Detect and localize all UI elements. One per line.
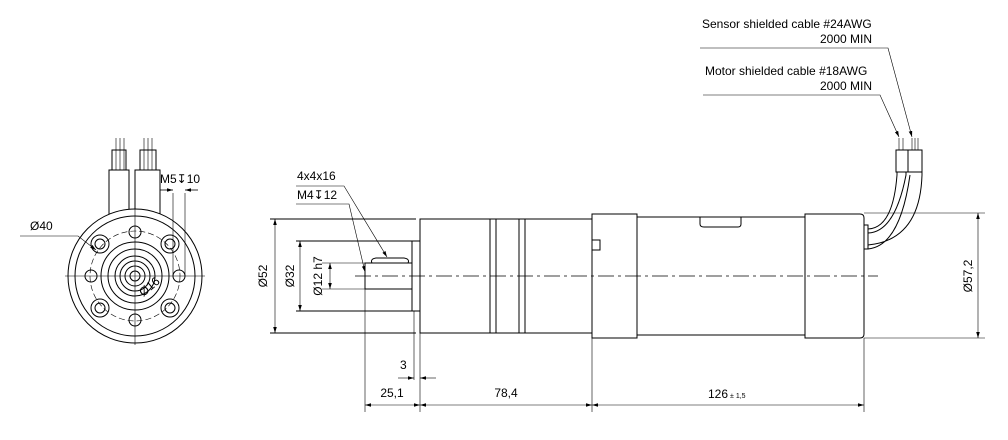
front-cables [108,138,161,226]
label-motor-cable: Motor shielded cable #18AWG [705,64,867,78]
motor-front-cap [591,213,638,339]
label-tap: M4↧12 [297,188,337,202]
rear-cables [867,138,923,250]
dim-d52: Ø52 [256,264,270,287]
label-m5: M5↧10 [160,172,200,186]
dim-d32: Ø32 [283,264,297,287]
label-key: 4x4x16 [297,169,336,183]
dim-d40: Ø40 [30,219,53,233]
dim-3: 3 [400,358,407,372]
dim-d57: Ø57,2 [961,259,975,292]
label-sensor-cable: Sensor shielded cable #24AWG [702,17,872,31]
dim-78-4: 78,4 [494,386,518,400]
motor-rear-cap [804,213,865,339]
label-sensor-min: 2000 MIN [820,32,872,46]
label-motor-min: 2000 MIN [820,79,872,93]
side-view: Ø52 Ø32 Ø12 h7 Ø57,2 3 25,1 78,4 126± 1,… [256,17,985,412]
dim-d12: Ø12 h7 [311,256,325,296]
dim-126: 126± 1,5 [708,387,746,401]
front-view: Ø16 Ø40 M5↧10 [20,138,205,345]
dim-25-1: 25,1 [380,386,404,400]
key [371,257,409,264]
